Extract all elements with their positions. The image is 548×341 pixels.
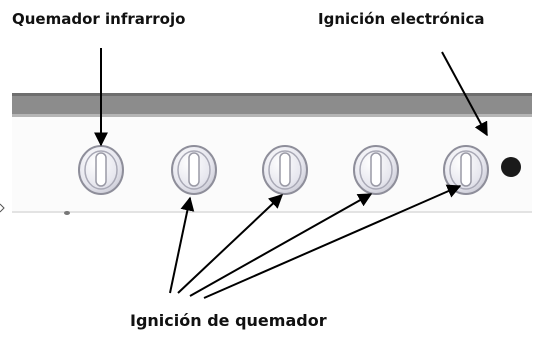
arrow-burner-ignition-1: [169, 196, 195, 294]
knob-burner-2[interactable]: [171, 145, 217, 195]
knob-infrared-burner[interactable]: [78, 145, 124, 195]
panel-top-strip: [12, 93, 532, 117]
arrow-burner-ignition-2: [177, 194, 284, 294]
arrow-burner-ignition-3: [189, 193, 373, 297]
knob-burner-3[interactable]: [262, 145, 308, 195]
label-infrared-burner: Quemador infrarrojo: [12, 10, 186, 28]
label-burner-ignition: Ignición de quemador: [130, 311, 327, 330]
arrow-electronic-ignition: [441, 51, 488, 137]
electronic-ignition-button[interactable]: [501, 157, 521, 177]
edge-artifact: [0, 203, 5, 213]
knob-burner-4[interactable]: [353, 145, 399, 195]
arrow-burner-ignition-4: [203, 184, 462, 299]
knob-burner-5[interactable]: [443, 145, 489, 195]
panel-mark: [64, 211, 70, 215]
label-electronic-ignition: Ignición electrónica: [318, 10, 485, 28]
